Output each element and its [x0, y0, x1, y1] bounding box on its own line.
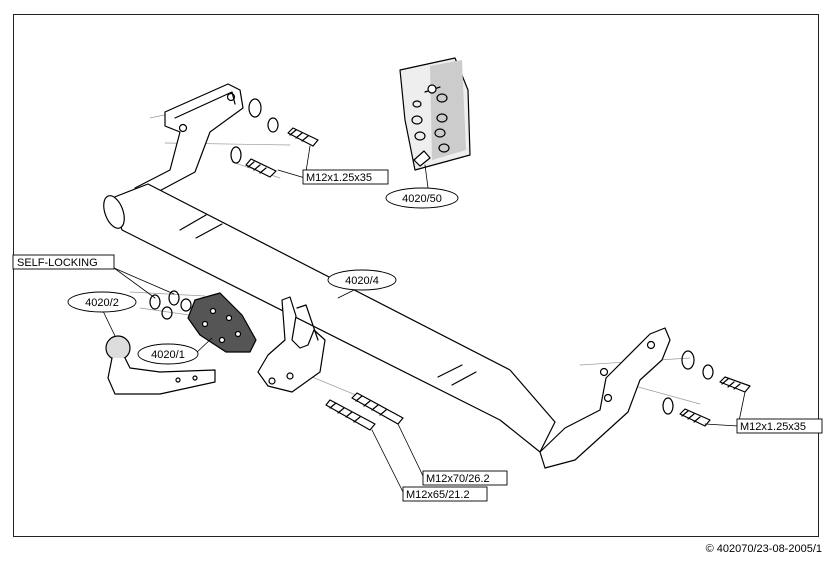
- bracket-plate: [399, 57, 471, 171]
- tow-ball: [105, 335, 216, 395]
- flange-fasteners: [149, 290, 192, 320]
- self-locking-text: SELF-LOCKING: [17, 257, 98, 269]
- label-bolt-center-long: M12x70/26.2: [422, 470, 508, 486]
- crossbar-part-number: 4020/4: [345, 275, 379, 287]
- part-labels: SELF-LOCKING 4020/2 4020/1 4020/4 4020/5…: [12, 169, 823, 502]
- ball-flange-part-number: 4020/1: [151, 349, 185, 361]
- label-4020-4: 4020/4: [327, 269, 397, 291]
- bracket-plate-part-number: 4020/50: [402, 193, 442, 205]
- right-side-bracket: [539, 327, 671, 469]
- upper-left-fasteners: [230, 98, 319, 178]
- label-4020-1: 4020/1: [137, 343, 199, 365]
- label-4020-2: 4020/2: [67, 291, 137, 313]
- leader-lines: [102, 145, 746, 495]
- bolt-right-spec: M12x1.25x35: [740, 421, 806, 433]
- crossbar-tube: [103, 183, 556, 453]
- center-bolts: [325, 392, 404, 431]
- drawing-frame: [13, 14, 819, 537]
- label-bolt-right: M12x1.25x35: [736, 418, 823, 434]
- bolt-left-upper-spec: M12x1.25x35: [306, 172, 372, 184]
- copyright-footer: © 402070/23-08-2005/1: [705, 543, 822, 555]
- right-fasteners: [662, 350, 751, 427]
- tow-ball-part-number: 4020/2: [85, 297, 119, 309]
- label-bolt-left-upper: M12x1.25x35: [302, 169, 389, 185]
- label-self-locking: SELF-LOCKING: [12, 254, 115, 270]
- label-bolt-center-short: M12x65/21.2: [402, 486, 488, 502]
- bolt-center-short-spec: M12x65/21.2: [406, 489, 470, 501]
- center-mount-plates: [257, 296, 326, 393]
- ball-flange: [187, 292, 257, 353]
- label-4020-50: 4020/50: [385, 187, 459, 209]
- bolt-center-long-spec: M12x70/26.2: [426, 473, 490, 485]
- left-side-bracket: [134, 83, 244, 197]
